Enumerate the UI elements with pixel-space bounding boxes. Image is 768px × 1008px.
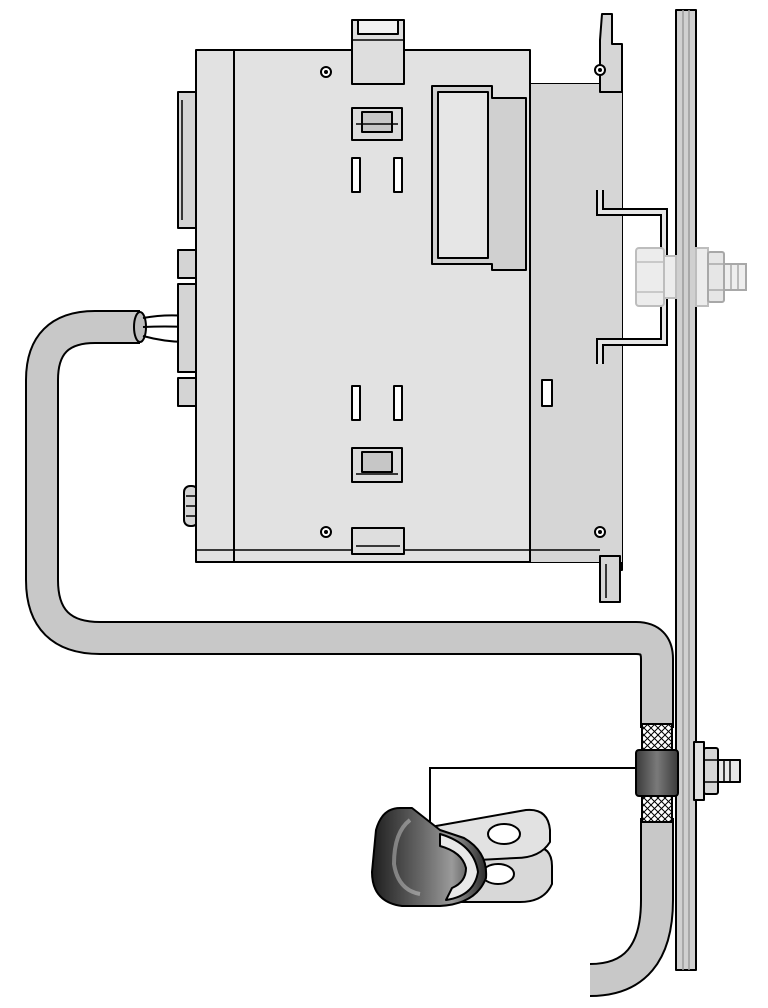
lower-clip bbox=[351, 447, 403, 483]
bottom-latch bbox=[599, 555, 621, 603]
left-connectors bbox=[177, 91, 199, 527]
cable-clamp bbox=[371, 807, 553, 907]
cable-braid-lower bbox=[641, 793, 673, 823]
bottom-connector bbox=[351, 527, 405, 555]
mounting-panel bbox=[675, 9, 697, 971]
shielded-cable bbox=[25, 310, 679, 997]
clamp-bolt bbox=[693, 741, 741, 801]
clamp-callout-line bbox=[429, 767, 636, 838]
vent-slots bbox=[351, 157, 553, 421]
screws bbox=[320, 64, 606, 538]
top-connector bbox=[351, 19, 405, 85]
upper-clip bbox=[351, 107, 403, 141]
top-hook bbox=[599, 13, 623, 93]
cable-braid-upper bbox=[641, 723, 673, 753]
cable-clamp-sleeve bbox=[635, 749, 679, 797]
label-window bbox=[431, 85, 527, 271]
controller-module bbox=[177, 13, 623, 603]
rail-bolt bbox=[635, 247, 747, 307]
